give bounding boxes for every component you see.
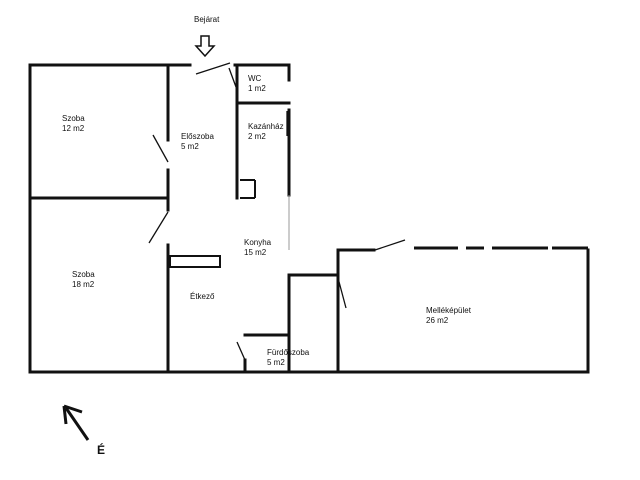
room-wc-area: 1 m2 [248,84,266,93]
north-arrow-icon [62,404,90,441]
room-szoba-12-name: Szoba [62,114,85,123]
room-szoba-12-area: 12 m2 [62,124,85,133]
room-furdoszoba-name: Fürdőszoba [267,348,310,357]
north-label: É [97,442,105,457]
room-mellekepulet-area: 26 m2 [426,316,449,325]
room-konyha-name: Konyha [244,238,272,247]
interior-walls [28,63,340,374]
room-wc-name: WC [248,74,262,83]
doors [148,62,406,361]
outer-walls [28,63,590,374]
room-kazanhaz-area: 2 m2 [248,132,266,141]
room-szoba-18-name: Szoba [72,270,95,279]
room-eloszoba-area: 5 m2 [181,142,199,151]
room-kazanhaz-name: Kazánház [248,122,284,131]
entrance-label: Bejárat [194,15,220,24]
room-etkezo-name: Étkező [190,292,215,301]
room-furdoszoba-area: 5 m2 [267,358,285,367]
room-mellekepulet-name: Melléképület [426,306,472,315]
room-konyha-area: 15 m2 [244,248,267,257]
room-szoba-18-area: 18 m2 [72,280,95,289]
room-eloszoba-name: Előszoba [181,132,214,141]
annex-top-wall [336,246,588,252]
entrance-arrow-icon [194,35,216,58]
